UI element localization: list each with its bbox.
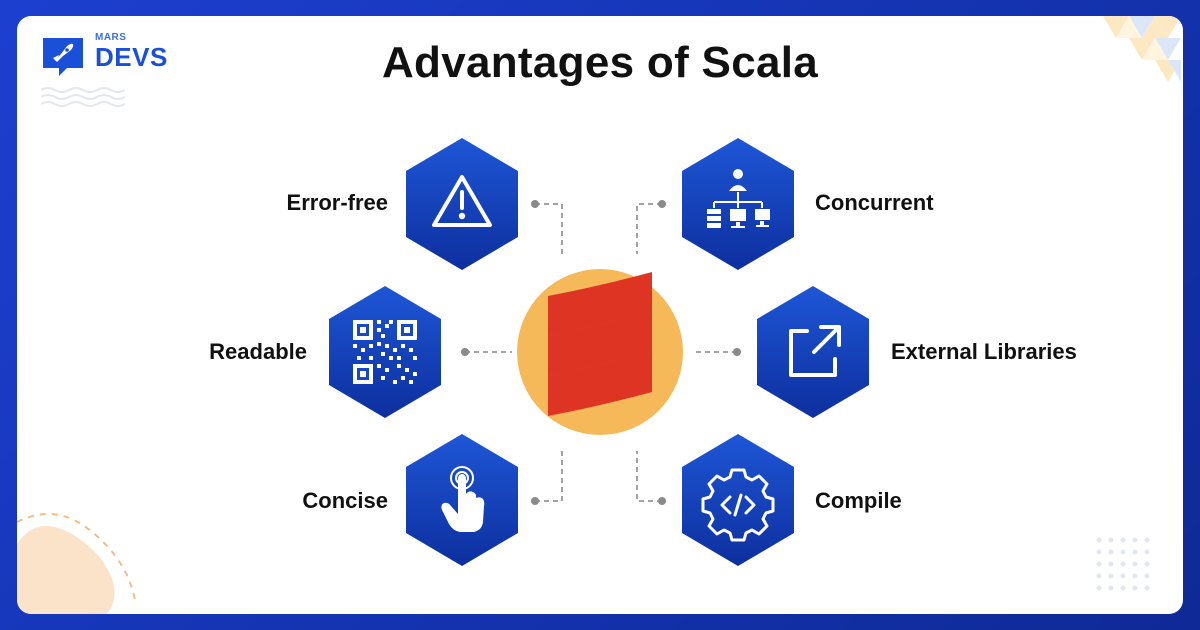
logo-small-text: MARS xyxy=(95,32,127,43)
hexagon-external-libraries xyxy=(757,286,869,418)
hexagon-readable xyxy=(329,286,441,418)
page-title: Advantages of Scala xyxy=(381,38,819,87)
dot-grid-decoration xyxy=(1096,537,1150,591)
scala-logo-icon xyxy=(517,269,683,435)
label-external-libraries: External Libraries xyxy=(891,339,1077,364)
label-error-free: Error-free xyxy=(286,190,388,215)
connector-concise xyxy=(535,451,563,502)
hexagon-concurrent xyxy=(682,138,794,270)
label-concise: Concise xyxy=(302,488,388,513)
infographic-card: MARS DEVS Advantages of Scala xyxy=(17,16,1183,614)
marsdevs-logo[interactable]: MARS DEVS xyxy=(37,32,187,112)
label-compile: Compile xyxy=(815,488,902,513)
external-link-icon xyxy=(789,325,841,377)
connector-error-free xyxy=(535,203,563,254)
connector-lines xyxy=(465,203,737,502)
wave-decoration xyxy=(41,87,126,107)
label-concurrent: Concurrent xyxy=(815,190,934,215)
label-readable: Readable xyxy=(209,339,307,364)
tap-hand-icon xyxy=(441,466,485,532)
logo-brand-text: DEVS xyxy=(95,42,168,72)
hexagon-compile xyxy=(682,434,794,566)
triangle-pattern-decoration xyxy=(1103,16,1181,82)
connector-compile xyxy=(636,451,662,502)
hexagon-error-free xyxy=(406,138,518,270)
network-hierarchy-icon xyxy=(707,169,770,228)
hexagon-concise xyxy=(406,434,518,566)
code-gear-icon xyxy=(701,468,775,542)
advantages-diagram xyxy=(329,138,869,566)
connector-concurrent xyxy=(636,203,662,254)
blob-decoration xyxy=(17,513,136,614)
rocket-icon xyxy=(43,38,83,76)
warning-icon xyxy=(432,175,492,227)
qr-code-icon xyxy=(353,320,417,384)
